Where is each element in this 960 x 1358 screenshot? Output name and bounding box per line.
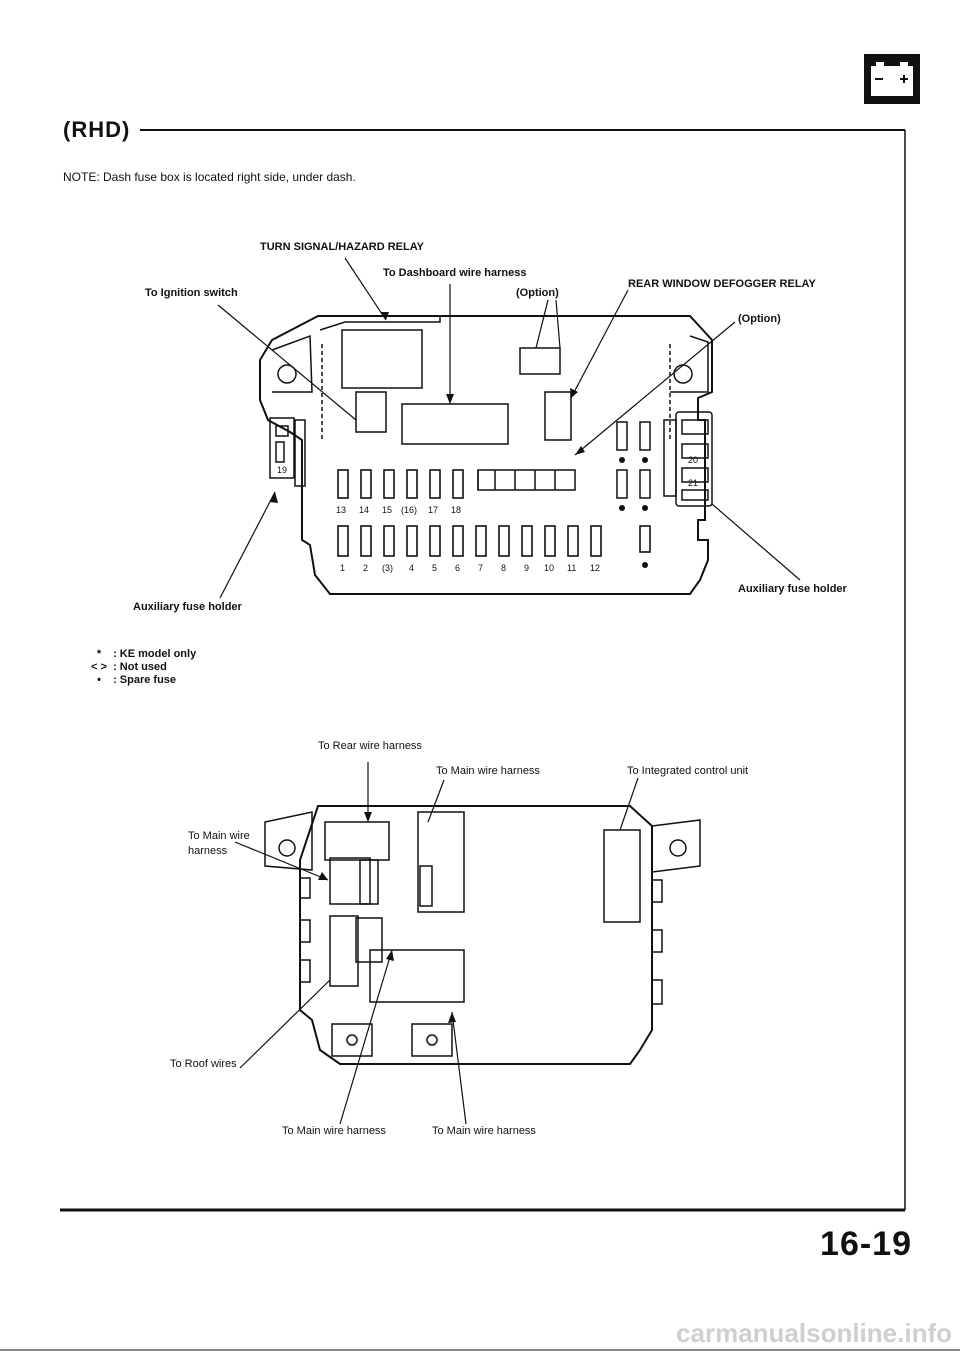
label-option-2: (Option) [738, 313, 781, 325]
label-turn-signal-relay: TURN SIGNAL/HAZARD RELAY [260, 241, 424, 253]
legend-text: : KE model only [113, 648, 197, 660]
section-title: (RHD) [63, 117, 131, 142]
aux-fuse-number: 19 [277, 465, 288, 475]
label-rear-harness: To Rear wire harness [318, 740, 422, 752]
legend-item: < > : Not used [88, 661, 196, 674]
fuse-number: 13 [336, 505, 347, 515]
watermark: carmanualsonline.info [676, 1318, 952, 1348]
fuse-number: 2 [363, 563, 369, 573]
label-option-1: (Option) [516, 287, 559, 299]
aux-fuse-number: 21 [688, 478, 699, 488]
fuse-number: 15 [382, 505, 393, 515]
fuse-number: 7 [478, 563, 484, 573]
fuse-number: (3) [382, 563, 393, 573]
fuse-number: 11 [567, 563, 577, 573]
label-rear-window-relay: REAR WINDOW DEFOGGER RELAY [628, 278, 816, 290]
label-integrated-control-unit: To Integrated control unit [627, 765, 749, 777]
legend-text: : Not used [113, 661, 167, 673]
fuse-number: 18 [451, 505, 462, 515]
label-dashboard-harness: To Dashboard wire harness [383, 267, 527, 279]
legend-symbol: < > [91, 661, 107, 673]
fuse-number: 5 [432, 563, 438, 573]
label-main-harness-bottom-1: To Main wire harness [282, 1125, 386, 1137]
label-main-harness-bottom-2: To Main wire harness [432, 1125, 536, 1137]
label-aux-fuse-holder-left: Auxiliary fuse holder [133, 601, 242, 613]
fuse-number: 12 [590, 563, 601, 573]
fuse-number: 14 [359, 505, 370, 515]
legend: * : KE model only < > : Not used • : Spa… [88, 648, 196, 687]
note-text: NOTE: Dash fuse box is located right sid… [63, 170, 356, 184]
fuse-number: 9 [524, 563, 530, 573]
fuse-row-bottom [337, 525, 651, 557]
label-main-wire-left-2: harness [188, 845, 228, 857]
label-aux-fuse-holder-right: Auxiliary fuse holder [738, 583, 847, 595]
fuse-number: 8 [501, 563, 507, 573]
page-number: 16-19 [820, 1225, 912, 1263]
aux-fuse-number: 20 [688, 455, 699, 465]
legend-text: : Spare fuse [113, 674, 177, 686]
fuse-number: 6 [455, 563, 461, 573]
legend-symbol: * [96, 648, 102, 660]
fuse-number: 10 [544, 563, 555, 573]
fuse-number: 4 [409, 563, 415, 573]
label-main-harness-top: To Main wire harness [436, 765, 540, 777]
fuse-number: 1 [340, 563, 346, 573]
legend-item: • : Spare fuse [88, 674, 196, 687]
label-roof-wires: To Roof wires [170, 1058, 237, 1070]
fuse-number: (16) [401, 505, 418, 515]
fuse-number: 17 [428, 505, 439, 515]
label-main-wire-left-1: To Main wire [188, 830, 250, 842]
legend-item: * : KE model only [88, 648, 196, 661]
legend-symbol: • [97, 674, 101, 686]
battery-icon [864, 54, 920, 109]
label-ignition-switch: To Ignition switch [145, 287, 238, 299]
fuse-row-top [337, 469, 464, 499]
